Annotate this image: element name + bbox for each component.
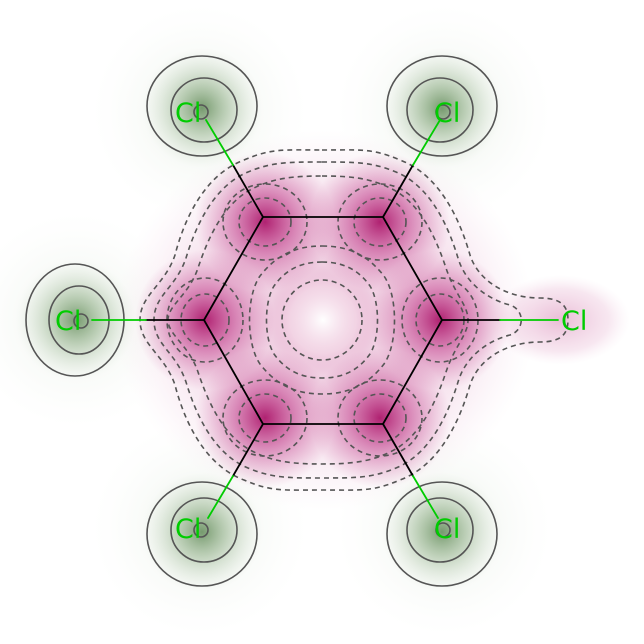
atom-labels: Cl Cl Cl Cl Cl Cl — [55, 98, 587, 545]
contour-bottom-left-outer — [146, 481, 258, 587]
bond-c3-c4 — [382, 319, 443, 425]
bond-c2-cl-green — [412, 119, 441, 166]
atom-label-cl-bottom-right: Cl — [434, 514, 460, 545]
contour-inner-core — [281, 279, 363, 361]
contour-lobe-c4-b — [353, 393, 407, 443]
contour-lobe-c2-a — [337, 183, 423, 261]
contour-negative-2 — [153, 161, 523, 479]
bond-c5-cl-black — [232, 423, 264, 477]
bond-c5-c6 — [203, 319, 264, 425]
bond-layer — [91, 119, 559, 519]
contour-top-left-core — [193, 104, 209, 120]
atom-label-cl-bottom-left: Cl — [175, 514, 201, 545]
contour-top-right-inner — [406, 77, 474, 143]
field-positive-bottom-left — [142, 472, 262, 592]
contour-lobe-c1-a — [222, 183, 308, 261]
bond-c6-c1 — [203, 216, 264, 321]
bond-c4-cl-green — [412, 475, 439, 519]
bond-c4-cl-black — [382, 423, 414, 477]
contour-lobe-c6-b — [180, 293, 230, 347]
contour-lobe-c5-b — [238, 393, 292, 443]
contour-lobe-c4-a — [337, 379, 423, 457]
bond-c5-cl-green — [207, 475, 234, 519]
field-positive-top-left — [142, 48, 262, 168]
field-positive-left — [16, 260, 136, 380]
contour-inner-hex-outer — [248, 245, 396, 395]
bond-c1-cl-green — [205, 119, 234, 166]
contour-lobe-c6-a — [166, 277, 244, 363]
field-layer — [0, 4, 630, 636]
atom-label-cl-left: Cl — [55, 306, 81, 337]
contour-bottom-right-outer — [386, 481, 498, 587]
atom-label-cl-top-right: Cl — [434, 98, 460, 129]
bond-c2-cl-black — [382, 164, 414, 218]
contour-left-core — [73, 313, 89, 329]
contour-lobe-c1-b — [238, 197, 292, 247]
atom-label-cl-top-left: Cl — [175, 98, 201, 129]
bond-c1-cl-black — [232, 164, 264, 218]
contour-negative-outer — [139, 149, 569, 491]
contour-inner-hex-mid — [265, 261, 379, 379]
contour-lobe-c2-b — [353, 197, 407, 247]
contour-negative-3 — [167, 175, 469, 465]
contour-top-right-core — [435, 104, 451, 120]
contour-top-right-outer — [386, 55, 498, 157]
atom-label-cl-right: Cl — [561, 306, 587, 337]
contour-bottom-left-core — [193, 522, 209, 538]
contour-bottom-right-inner — [406, 497, 474, 563]
contour-bottom-left-inner — [170, 497, 238, 563]
field-positive-top-right — [382, 48, 502, 168]
contour-top-left-outer — [146, 55, 258, 157]
field-positive-bottom-right — [382, 472, 502, 592]
field-lobe-c4 — [310, 348, 450, 488]
bond-c2-c3 — [382, 216, 443, 321]
contour-bottom-right-core — [435, 522, 451, 538]
contour-top-left-inner — [170, 77, 238, 143]
contour-lobe-c5-a — [222, 379, 308, 457]
